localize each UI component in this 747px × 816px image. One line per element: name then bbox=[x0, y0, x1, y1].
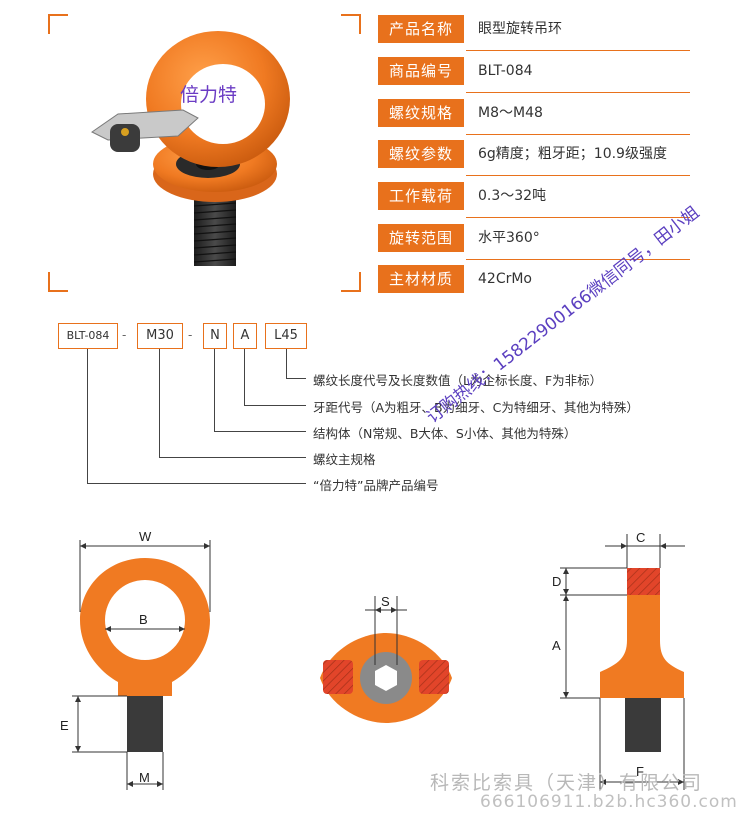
code-part-pitch: A bbox=[233, 323, 257, 349]
spec-label: 主材材质 bbox=[378, 265, 464, 293]
tree-line bbox=[87, 483, 306, 484]
dim-label-f: F bbox=[636, 764, 644, 779]
spec-row: 旋转范围 水平360° bbox=[378, 224, 690, 260]
dim-label-w: W bbox=[139, 529, 152, 544]
spec-divider bbox=[466, 134, 690, 135]
spec-divider bbox=[466, 175, 690, 176]
code-separator: - bbox=[188, 328, 193, 342]
tree-line bbox=[87, 349, 88, 483]
spec-label: 工作载荷 bbox=[378, 182, 464, 210]
tree-line bbox=[286, 378, 306, 379]
frame-corner bbox=[341, 272, 361, 292]
spec-value: 眼型旋转吊环 bbox=[478, 21, 562, 37]
spec-divider bbox=[466, 50, 690, 51]
spec-row: 工作载荷 0.3～32吨 bbox=[378, 182, 690, 218]
frame-corner bbox=[48, 14, 68, 34]
spec-label: 产品名称 bbox=[378, 15, 464, 43]
code-part-thread: M30 bbox=[137, 323, 183, 349]
spec-divider bbox=[466, 217, 690, 218]
brand-stamp: 倍力特 bbox=[180, 84, 238, 106]
dim-label-a: A bbox=[552, 638, 561, 653]
tree-line bbox=[159, 349, 160, 457]
footer-site: 666106911.b2b.hc360.com bbox=[480, 792, 738, 812]
dim-label-d: D bbox=[552, 574, 561, 589]
spec-value: 6g精度；粗牙距；10.9级强度 bbox=[478, 146, 667, 162]
tree-line bbox=[214, 431, 306, 432]
spec-row: 主材材质 42CrMo bbox=[378, 265, 690, 293]
frame-corner bbox=[48, 272, 68, 292]
tree-line bbox=[159, 457, 306, 458]
spec-label: 螺纹参数 bbox=[378, 140, 464, 168]
tree-line bbox=[214, 349, 215, 431]
spec-label: 旋转范围 bbox=[378, 224, 464, 252]
tree-line bbox=[244, 405, 306, 406]
spec-row: 螺纹规格 M8～M48 bbox=[378, 99, 690, 135]
spec-label: 螺纹规格 bbox=[378, 99, 464, 127]
code-legend-brand: “倍力特”品牌产品编号 bbox=[313, 478, 439, 493]
product-photo-frame bbox=[48, 14, 361, 292]
spec-divider bbox=[466, 259, 690, 260]
dim-label-m: M bbox=[139, 770, 150, 785]
tree-line bbox=[244, 349, 245, 405]
side-view: C D A F bbox=[552, 530, 685, 790]
dimension-drawings: W B E M S bbox=[60, 529, 685, 790]
dim-label-e: E bbox=[60, 718, 69, 733]
dim-label-s: S bbox=[381, 594, 390, 609]
code-legend-structure: 结构体（N常规、B大体、S小体、其他为特殊） bbox=[313, 426, 577, 441]
spec-row: 商品编号 BLT-084 bbox=[378, 57, 690, 93]
spec-value: M8～M48 bbox=[478, 105, 543, 121]
code-legend-thread: 螺纹主规格 bbox=[313, 452, 376, 467]
dim-label-b: B bbox=[139, 612, 148, 627]
frame-corner bbox=[341, 14, 361, 34]
spec-label: 商品编号 bbox=[378, 57, 464, 85]
spec-value: 0.3～32吨 bbox=[478, 188, 547, 204]
tree-line bbox=[286, 349, 287, 378]
spec-row: 产品名称 眼型旋转吊环 bbox=[378, 15, 690, 51]
spec-divider bbox=[466, 92, 690, 93]
front-view: W B E M bbox=[60, 529, 211, 790]
spec-row: 螺纹参数 6g精度；粗牙距；10.9级强度 bbox=[378, 140, 690, 176]
code-separator: - bbox=[122, 328, 127, 342]
footer-company: 科索比索具（天津）有限公司 bbox=[430, 772, 704, 794]
code-legend-length: 螺纹长度代号及长度数值（L为企标长度、F为非标） bbox=[313, 373, 603, 388]
code-part-structure: N bbox=[203, 323, 227, 349]
code-part-brand: BLT-084 bbox=[58, 323, 118, 349]
code-legend-pitch: 牙距代号（A为粗牙、B为细牙、C为特细牙、其他为特殊） bbox=[313, 400, 639, 415]
code-part-length: L45 bbox=[265, 323, 307, 349]
swivel-eye-bolt-photo bbox=[91, 31, 290, 266]
spec-value: 42CrMo bbox=[478, 271, 532, 287]
section-view: S bbox=[320, 594, 452, 723]
dim-label-c: C bbox=[636, 530, 645, 545]
spec-value: 水平360° bbox=[478, 230, 540, 246]
spec-value: BLT-084 bbox=[478, 63, 533, 79]
